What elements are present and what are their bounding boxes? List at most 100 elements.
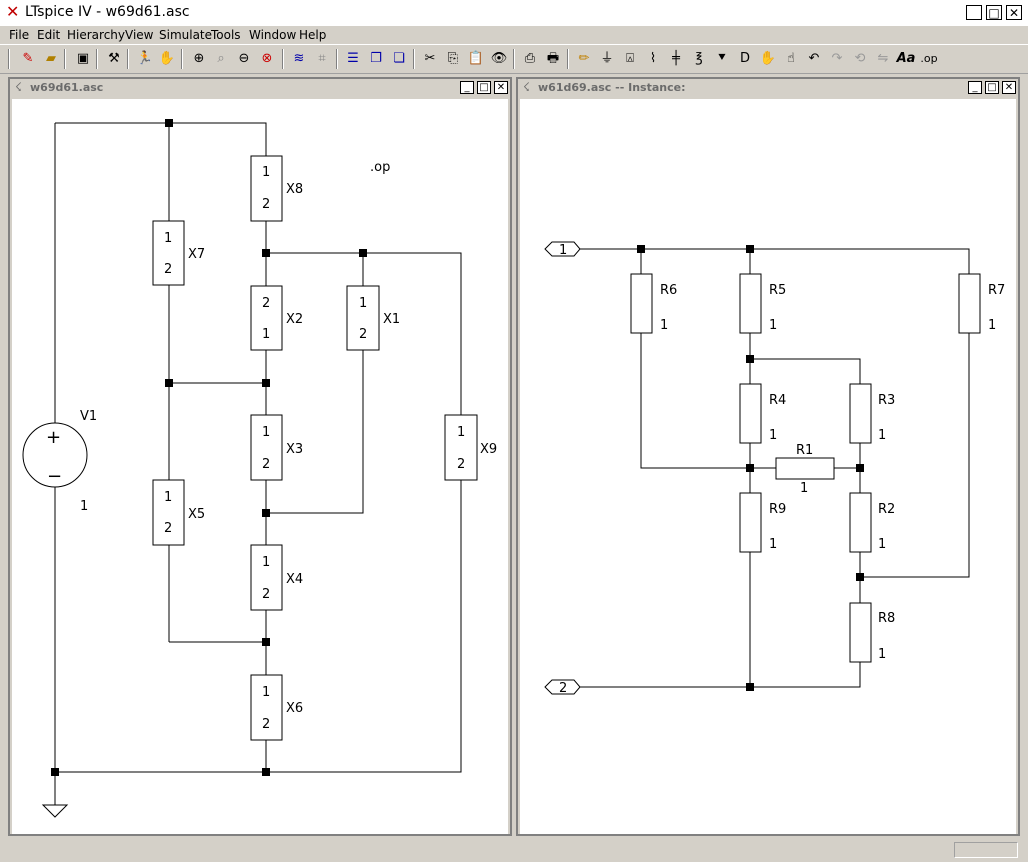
maximize-button[interactable]: □ <box>477 81 491 94</box>
resistor-r9[interactable]: R9 1 <box>769 502 786 552</box>
pin-label: 1 <box>262 685 270 700</box>
component-name: V1 <box>80 409 97 424</box>
close-button[interactable]: ✕ <box>494 81 508 94</box>
resistor-r2[interactable]: R2 1 <box>878 502 895 552</box>
menu-simulate[interactable]: Simulate <box>159 28 213 42</box>
spice-directive-icon[interactable]: .op <box>920 52 938 65</box>
close-button[interactable]: ✕ <box>1006 5 1022 20</box>
voltage-source-v1[interactable]: + − V1 1 <box>46 409 97 514</box>
subcircuit-x1[interactable]: 1 2 X1 <box>359 296 400 342</box>
menu-hierarchy[interactable]: Hierarchy <box>67 28 126 42</box>
close-button[interactable]: ✕ <box>1002 81 1016 94</box>
save-icon[interactable]: ▣ <box>76 51 90 66</box>
resistor-icon[interactable]: ⌇ <box>649 51 657 66</box>
open-icon[interactable]: ▰ <box>46 51 56 66</box>
pin-label: 2 <box>359 327 367 342</box>
component-name: R2 <box>878 502 895 517</box>
menu-view[interactable]: View <box>125 28 154 42</box>
schematic-canvas-right[interactable]: 1 2 R6 1 R5 1 R7 1 R4 1 R3 1 R1 1 R9 1 <box>520 99 1016 834</box>
left-window-title: w69d61.asc <box>30 81 104 94</box>
maximize-button[interactable]: □ <box>985 81 999 94</box>
cut-icon[interactable]: ✂ <box>424 51 436 66</box>
autorange-icon[interactable]: ≋ <box>293 51 305 66</box>
pin-label: 1 <box>164 490 172 505</box>
component-name: X3 <box>286 442 303 457</box>
print-icon[interactable]: 🖶 <box>546 51 560 66</box>
rotate-icon[interactable]: ⟲ <box>854 51 866 66</box>
capacitor-icon[interactable]: ╪ <box>672 51 680 66</box>
print-preview-icon[interactable]: ⎙ <box>524 51 536 66</box>
menu-file[interactable]: File <box>9 28 30 42</box>
diode-icon[interactable]: ⯆ <box>716 51 728 66</box>
wire-pick-icon[interactable]: ⌗ <box>318 51 326 66</box>
port-label-2[interactable]: 2 <box>559 681 567 696</box>
subcircuit-x5[interactable]: 1 2 X5 <box>164 490 205 536</box>
new-schematic-icon[interactable]: ✎ <box>22 51 34 66</box>
schematic-window-left[interactable]: ☇ w69d61.asc _ □ ✕ <box>8 77 512 836</box>
status-bar <box>0 838 1028 862</box>
zoom-fit-icon[interactable]: ⊗ <box>261 51 273 66</box>
run-icon[interactable]: 🏃 <box>136 51 154 66</box>
toolbar-separator <box>282 49 284 69</box>
right-window-title: w61d69.asc -- Instance: <box>538 81 686 94</box>
inductor-icon[interactable]: ℥ <box>695 51 703 66</box>
minimize-button[interactable]: _ <box>966 5 982 20</box>
move-icon[interactable]: ✋ <box>759 51 777 66</box>
text-icon[interactable]: Aa <box>896 51 916 66</box>
component-name: R6 <box>660 283 677 298</box>
port-label-1[interactable]: 1 <box>559 243 567 258</box>
component-name: X2 <box>286 312 303 327</box>
menu-window[interactable]: Window <box>249 28 297 42</box>
menu-edit[interactable]: Edit <box>37 28 61 42</box>
minimize-button[interactable]: _ <box>460 81 474 94</box>
spice-directive[interactable]: .op <box>370 160 390 175</box>
zoom-out-icon[interactable]: ⊖ <box>238 51 250 66</box>
component-name: X8 <box>286 182 303 197</box>
label-net-icon[interactable]: ⍓ <box>626 51 634 66</box>
pin-label: 2 <box>262 587 270 602</box>
resistor-r4[interactable]: R4 1 <box>769 393 786 443</box>
resistor-r7[interactable]: R7 1 <box>988 283 1005 333</box>
pin-label: 1 <box>262 165 270 180</box>
resistor-r1[interactable]: R1 1 <box>796 443 813 496</box>
zoom-in-icon[interactable]: ⊕ <box>193 51 205 66</box>
redo-icon[interactable]: ↷ <box>831 51 843 66</box>
find-icon[interactable]: 👁 <box>490 51 508 66</box>
subcircuit-x2[interactable]: 2 1 X2 <box>262 296 303 342</box>
subcircuit-x6[interactable]: 1 2 X6 <box>262 685 303 732</box>
halt-icon[interactable]: ✋ <box>158 51 176 66</box>
toolbar-separator <box>8 49 10 69</box>
paste-icon[interactable]: 📋 <box>467 51 485 66</box>
cascade-icon[interactable]: ❐ <box>370 51 382 66</box>
zoom-full-icon[interactable]: ⌕ <box>217 51 225 66</box>
resistor-r6[interactable]: R6 1 <box>660 283 677 333</box>
copy-icon[interactable]: ⎘ <box>447 51 459 66</box>
ground-icon[interactable]: ⏚ <box>600 51 614 66</box>
pin-label: 2 <box>262 197 270 212</box>
menu-help[interactable]: Help <box>299 28 327 42</box>
minimize-button[interactable]: _ <box>968 81 982 94</box>
subcircuit-x4[interactable]: 1 2 X4 <box>262 555 303 602</box>
drag-icon[interactable]: ☝ <box>787 51 795 66</box>
component-name: X7 <box>188 247 205 262</box>
subcircuit-x3[interactable]: 1 2 X3 <box>262 425 303 472</box>
resistor-r3[interactable]: R3 1 <box>878 393 895 443</box>
toolbar-separator <box>336 49 338 69</box>
menu-tools[interactable]: Tools <box>211 28 241 42</box>
tile-horizontal-icon[interactable]: ☰ <box>347 51 359 66</box>
control-panel-icon[interactable]: ⚒ <box>108 51 120 66</box>
schematic-window-right[interactable]: ☇ w61d69.asc -- Instance: _ □ ✕ <box>516 77 1020 836</box>
tile-vertical-icon[interactable]: ❏ <box>393 51 405 66</box>
component-name: X4 <box>286 572 303 587</box>
component-icon[interactable]: D <box>739 51 750 66</box>
undo-icon[interactable]: ↶ <box>808 51 820 66</box>
resistor-r5[interactable]: R5 1 <box>769 283 786 333</box>
subcircuit-x9[interactable]: 1 2 X9 <box>457 425 497 472</box>
pencil-icon[interactable]: ✏ <box>578 51 590 66</box>
resistor-r8[interactable]: R8 1 <box>878 611 895 662</box>
subcircuit-x8[interactable]: 1 2 X8 <box>262 165 303 212</box>
mirror-icon[interactable]: ⇋ <box>877 51 889 66</box>
subcircuit-x7[interactable]: 1 2 X7 <box>164 231 205 277</box>
schematic-canvas-left[interactable]: 1 2 X8 1 2 X7 2 1 X2 1 2 X1 1 2 X3 <box>12 99 508 834</box>
maximize-button[interactable]: □ <box>986 5 1002 20</box>
